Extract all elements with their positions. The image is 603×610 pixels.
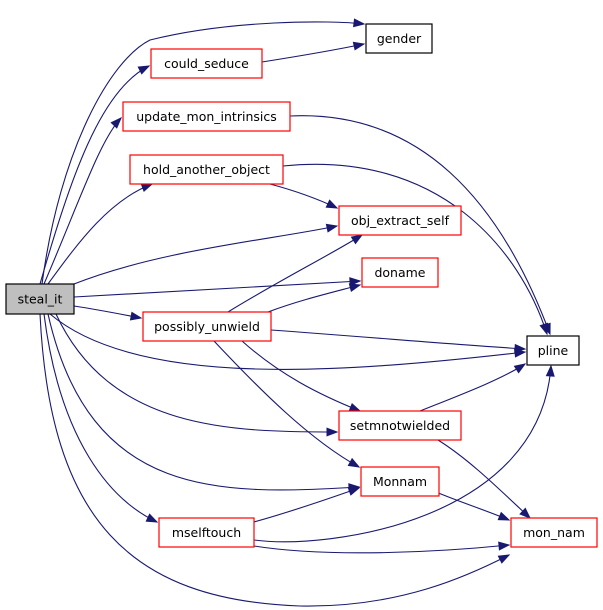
node-label: setmnotwielded	[350, 418, 450, 433]
node-pline[interactable]: pline	[526, 335, 580, 366]
edge-possibly_unwield-to-obj_extract_self	[227, 234, 364, 313]
node-box	[360, 466, 440, 497]
arrowhead-icon	[519, 507, 532, 519]
node-box	[338, 205, 462, 236]
node-box	[5, 283, 75, 315]
arrowhead-icon	[497, 554, 511, 564]
arrowhead-icon	[353, 18, 366, 28]
arrowhead-icon	[350, 234, 364, 245]
edge-steal_it-to-gender	[41, 18, 366, 285]
node-could_seduce[interactable]: could_seduce	[150, 48, 263, 79]
edge-possibly_unwield-to-Monnam	[213, 340, 361, 468]
edge-setmnotwielded-to-pline	[419, 363, 527, 412]
node-box	[510, 517, 598, 548]
node-label: steal_it	[18, 292, 63, 307]
node-label: could_seduce	[164, 56, 249, 71]
arrowhead-icon	[498, 541, 511, 551]
edge-steal_it-to-mselftouch	[43, 313, 159, 523]
edge-mselftouch-to-pline	[253, 364, 555, 543]
node-box	[526, 335, 580, 366]
node-label: obj_extract_self	[351, 213, 450, 228]
node-label: Monnam	[373, 474, 427, 489]
arrowhead-icon	[326, 427, 339, 437]
node-label: pline	[538, 343, 569, 358]
node-update_mon_intrinsics[interactable]: update_mon_intrinsics	[122, 101, 291, 132]
node-label: mselftouch	[172, 525, 241, 540]
edge-mselftouch-to-mon_nam	[253, 541, 511, 554]
node-mon_nam[interactable]: mon_nam	[510, 517, 598, 548]
edge-steal_it-to-possibly_unwield	[73, 305, 143, 321]
edge-steal_it-to-could_seduce	[39, 65, 151, 285]
arrowhead-icon	[348, 402, 362, 412]
edge-steal_it-to-setmnotwielded	[55, 313, 339, 437]
node-label: update_mon_intrinsics	[136, 109, 277, 124]
edge-possibly_unwield-to-pline	[270, 329, 527, 353]
arrowhead-icon	[347, 487, 361, 496]
arrowhead-icon	[347, 457, 361, 468]
node-label: possibly_unwield	[154, 319, 260, 334]
node-setmnotwielded[interactable]: setmnotwielded	[338, 410, 462, 441]
arrowhead-icon	[110, 116, 122, 129]
arrowhead-icon	[140, 183, 154, 192]
arrowhead-icon	[137, 65, 151, 75]
node-label: hold_another_object	[143, 162, 270, 177]
node-possibly_unwield[interactable]: possibly_unwield	[142, 311, 272, 342]
arrowhead-icon	[514, 343, 527, 353]
edge-possibly_unwield-to-doname	[267, 283, 362, 313]
node-doname[interactable]: doname	[361, 257, 439, 288]
arrowhead-icon	[352, 41, 366, 51]
node-box	[150, 48, 263, 79]
nodes-layer: steal_it gender could_seduce update_mon_int…	[5, 23, 598, 548]
edge-steal_it-to-update_mon_intrinsics	[43, 116, 122, 285]
edge-possibly_unwield-to-setmnotwielded	[241, 340, 362, 412]
edges-layer	[39, 18, 555, 607]
edge-mselftouch-to-Monnam	[253, 487, 361, 523]
arrowhead-icon	[325, 199, 339, 209]
arrowhead-icon	[497, 511, 511, 521]
node-Monnam[interactable]: Monnam	[360, 466, 440, 497]
node-obj_extract_self[interactable]: obj_extract_self	[338, 205, 462, 236]
edge-steal_it-to-mon_nam	[39, 313, 511, 607]
arrowhead-icon	[349, 277, 362, 287]
arrowhead-icon	[129, 311, 143, 321]
edge-steal_it-to-obj_extract_self	[73, 223, 339, 285]
edge-setmnotwielded-to-mon_nam	[437, 439, 532, 519]
edge-hold_another_object-to-obj_extract_self	[269, 183, 339, 209]
node-box	[361, 257, 439, 288]
edge-steal_it-to-pline	[49, 313, 527, 370]
node-mselftouch[interactable]: mselftouch	[158, 517, 255, 548]
node-label: mon_nam	[523, 525, 585, 540]
edge-could_seduce-to-gender	[261, 41, 366, 63]
node-box	[338, 410, 462, 441]
node-steal_it: steal_it	[5, 283, 75, 315]
node-gender[interactable]: gender	[365, 23, 433, 54]
arrowhead-icon	[325, 223, 339, 233]
node-box	[122, 101, 291, 132]
edge-Monnam-to-mon_nam	[435, 491, 511, 521]
arrowhead-icon	[348, 283, 362, 293]
node-label: gender	[377, 31, 422, 46]
arrowhead-icon	[539, 322, 549, 336]
arrowhead-icon	[145, 513, 159, 523]
arrowhead-icon	[545, 364, 555, 377]
node-box	[129, 154, 284, 185]
edge-steal_it-to-hold_another_object	[47, 183, 154, 285]
node-hold_another_object[interactable]: hold_another_object	[129, 154, 284, 185]
node-label: doname	[374, 265, 425, 280]
node-box	[142, 311, 272, 342]
edge-steal_it-to-doname	[73, 277, 362, 298]
arrowhead-icon	[513, 363, 527, 374]
node-box	[365, 23, 433, 54]
node-box	[158, 517, 255, 548]
edge-hold_another_object-to-pline	[282, 163, 549, 336]
